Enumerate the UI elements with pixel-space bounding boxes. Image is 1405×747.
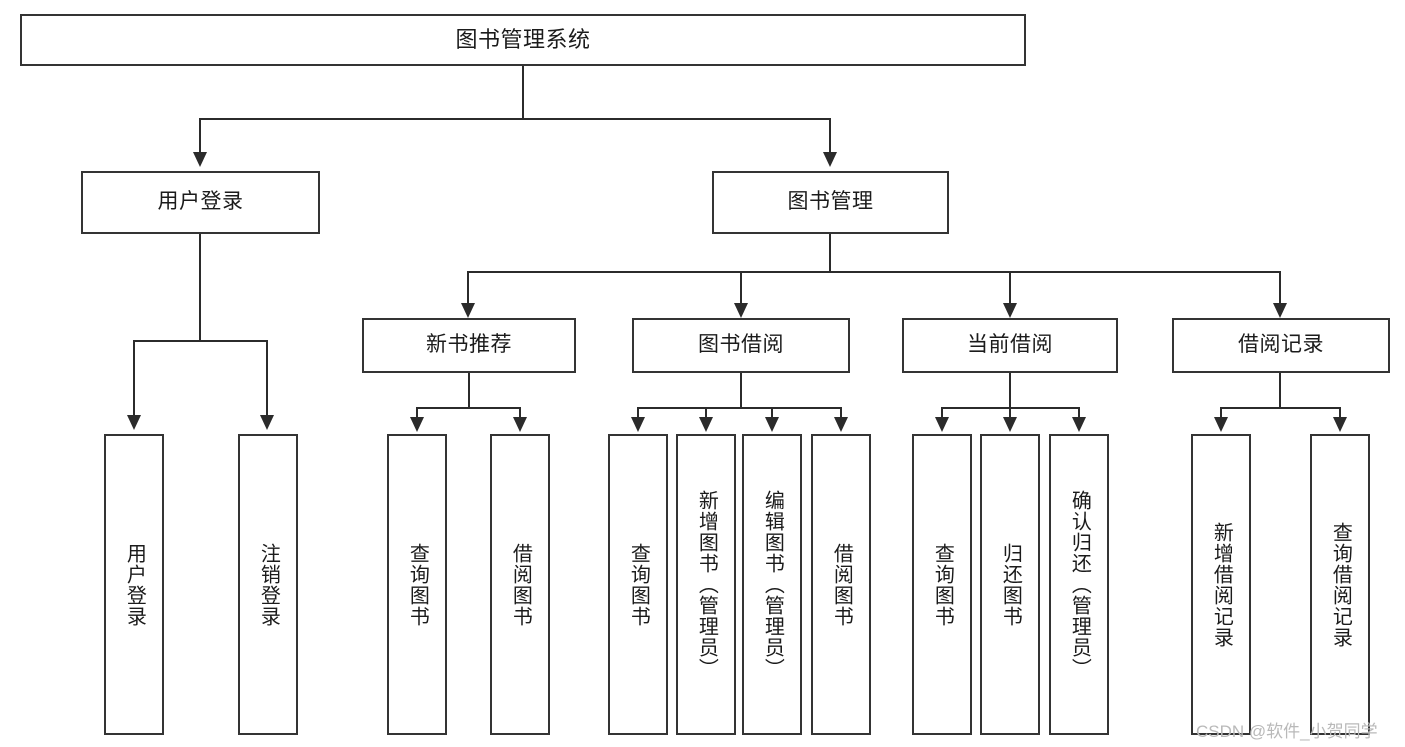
edge-new-book-stem <box>468 373 470 408</box>
edge-drop-return-book <box>1009 407 1011 419</box>
arrow-query-book-3 <box>935 417 949 432</box>
leaf-borrow-book-1[interactable]: 借阅图书 <box>490 434 550 735</box>
arrow-query-book-2 <box>631 417 645 432</box>
leaf-add-book[interactable]: 新增图书（管理员） <box>676 434 736 735</box>
node-label: 编辑图书（管理员） <box>761 490 784 679</box>
edge-level2-bus <box>199 118 831 120</box>
arrow-edit-book <box>765 417 779 432</box>
node-label: 归还图书 <box>999 542 1022 627</box>
edge-drop-add-book <box>705 407 707 419</box>
node-label: 借阅图书 <box>509 542 532 627</box>
leaf-query-record[interactable]: 查询借阅记录 <box>1310 434 1370 735</box>
edge-root-stem <box>522 66 524 118</box>
edge-drop-current-borrow <box>1009 271 1011 305</box>
edge-user-login-bus <box>133 340 267 342</box>
edge-drop-borrow-book-1 <box>519 407 521 419</box>
csdn-watermark: CSDN @软件_小贺同学 <box>1196 717 1378 742</box>
node-label: 查询图书 <box>406 542 429 627</box>
node-new-book-recommend[interactable]: 新书推荐 <box>362 318 576 373</box>
node-label: 查询图书 <box>627 542 650 627</box>
node-label: 新增借阅记录 <box>1210 521 1233 648</box>
leaf-add-record[interactable]: 新增借阅记录 <box>1191 434 1251 735</box>
edge-book-manage-stem <box>829 234 831 272</box>
arrow-current-borrow <box>1003 303 1017 318</box>
edge-current-borrow-stem <box>1009 373 1011 408</box>
edge-book-borrow-bus <box>637 407 842 409</box>
edge-drop-query-book-3 <box>941 407 943 419</box>
leaf-borrow-book-2[interactable]: 借阅图书 <box>811 434 871 735</box>
edge-drop-add-record <box>1220 407 1222 419</box>
node-label: 图书管理 <box>787 190 874 214</box>
node-user-login[interactable]: 用户登录 <box>81 171 320 234</box>
arrow-add-book <box>699 417 713 432</box>
node-label: 新书推荐 <box>426 333 512 357</box>
edge-drop-borrow-book-2 <box>840 407 842 419</box>
edge-book-borrow-stem <box>740 373 742 408</box>
arrow-borrow-book-1 <box>513 417 527 432</box>
arrow-return-book <box>1003 417 1017 432</box>
node-book-borrow[interactable]: 图书借阅 <box>632 318 850 373</box>
arrow-leaf-logout <box>260 415 274 430</box>
node-label: 当前借阅 <box>967 333 1053 357</box>
edge-new-book-bus <box>416 407 520 409</box>
edge-user-login-stem <box>199 234 201 341</box>
arrow-query-record <box>1333 417 1347 432</box>
leaf-edit-book[interactable]: 编辑图书（管理员） <box>742 434 802 735</box>
edge-drop-leaf-user-login <box>133 340 135 417</box>
leaf-query-book-2[interactable]: 查询图书 <box>608 434 668 735</box>
leaf-return-book[interactable]: 归还图书 <box>980 434 1040 735</box>
edge-borrow-record-bus <box>1220 407 1340 409</box>
arrow-borrow-record <box>1273 303 1287 318</box>
leaf-confirm-return[interactable]: 确认归还（管理员） <box>1049 434 1109 735</box>
edge-drop-user-login <box>199 118 201 154</box>
node-label: 新增图书（管理员） <box>695 490 718 679</box>
node-label: 借阅图书 <box>830 542 853 627</box>
node-label: 查询借阅记录 <box>1329 521 1352 648</box>
edge-drop-new-book <box>467 271 469 305</box>
node-label: 图书借阅 <box>698 333 784 357</box>
arrow-query-book-1 <box>410 417 424 432</box>
edge-drop-book-manage <box>829 118 831 154</box>
node-label: 确认归还（管理员） <box>1068 490 1091 679</box>
arrow-confirm-return <box>1072 417 1086 432</box>
arrow-new-book-recommend <box>461 303 475 318</box>
edge-level3-bus <box>467 271 1281 273</box>
node-label: 用户登录 <box>123 542 146 627</box>
arrow-leaf-user-login <box>127 415 141 430</box>
watermark-text: CSDN @软件_小贺同学 <box>1196 722 1378 741</box>
node-label: 查询图书 <box>931 542 954 627</box>
arrow-add-record <box>1214 417 1228 432</box>
leaf-user-login[interactable]: 用户登录 <box>104 434 164 735</box>
edge-drop-query-book-2 <box>637 407 639 419</box>
node-book-manage[interactable]: 图书管理 <box>712 171 949 234</box>
arrow-borrow-book-2 <box>834 417 848 432</box>
arrow-book-manage <box>823 152 837 167</box>
edge-drop-leaf-logout <box>266 340 268 417</box>
node-borrow-record[interactable]: 借阅记录 <box>1172 318 1390 373</box>
leaf-query-book-1[interactable]: 查询图书 <box>387 434 447 735</box>
leaf-logout-login[interactable]: 注销登录 <box>238 434 298 735</box>
node-current-borrow[interactable]: 当前借阅 <box>902 318 1118 373</box>
arrow-book-borrow <box>734 303 748 318</box>
node-label: 借阅记录 <box>1238 333 1324 357</box>
edge-drop-confirm-return <box>1078 407 1080 419</box>
arrow-user-login <box>193 152 207 167</box>
node-root-system[interactable]: 图书管理系统 <box>20 14 1026 66</box>
leaf-query-book-3[interactable]: 查询图书 <box>912 434 972 735</box>
node-label: 用户登录 <box>157 190 244 214</box>
edge-drop-query-book-1 <box>416 407 418 419</box>
edge-drop-book-borrow <box>740 271 742 305</box>
edge-drop-edit-book <box>771 407 773 419</box>
edge-borrow-record-stem <box>1279 373 1281 408</box>
node-label: 图书管理系统 <box>455 27 591 53</box>
edge-drop-borrow-record <box>1279 271 1281 305</box>
node-label: 注销登录 <box>257 542 280 627</box>
edge-drop-query-record <box>1339 407 1341 419</box>
